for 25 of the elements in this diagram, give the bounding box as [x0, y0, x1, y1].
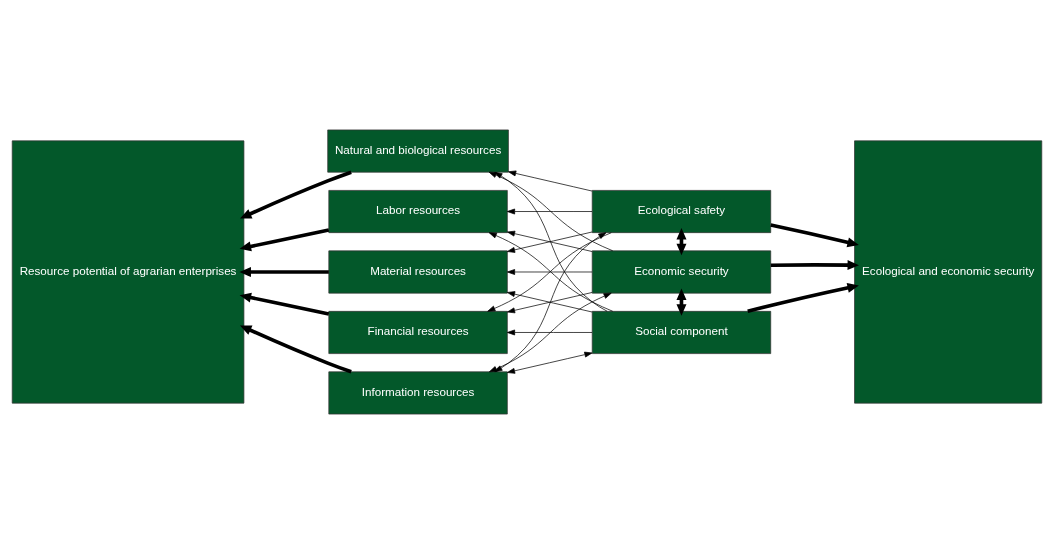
arrow: [770, 223, 859, 248]
arrow: [239, 292, 330, 316]
arrow: [508, 170, 593, 192]
arrow: [507, 329, 593, 336]
arrow: [507, 269, 593, 275]
arrow: [239, 267, 329, 277]
arrow: [507, 351, 593, 374]
node-box: Natural and biological resources: [327, 129, 509, 173]
arrow: [239, 228, 330, 252]
node-box: Resource potential of agrarian enterprises: [11, 140, 245, 404]
arrow: [494, 171, 608, 312]
arrow: [747, 282, 859, 314]
node-box: Ecological and economic security: [854, 140, 1043, 404]
arrow: [240, 325, 352, 374]
node-box: Economic security: [591, 250, 772, 294]
node-box: Ecological safety: [591, 190, 772, 233]
node-box: Information resources: [328, 371, 508, 415]
node-box: Financial resources: [328, 311, 508, 354]
arrow: [507, 208, 593, 215]
node-box: Social component: [591, 311, 772, 354]
arrow: [240, 170, 352, 219]
arrow: [770, 260, 859, 271]
arrow: [488, 171, 614, 252]
node-box: Labor resources: [328, 190, 508, 233]
node-box: Material resources: [328, 250, 508, 294]
